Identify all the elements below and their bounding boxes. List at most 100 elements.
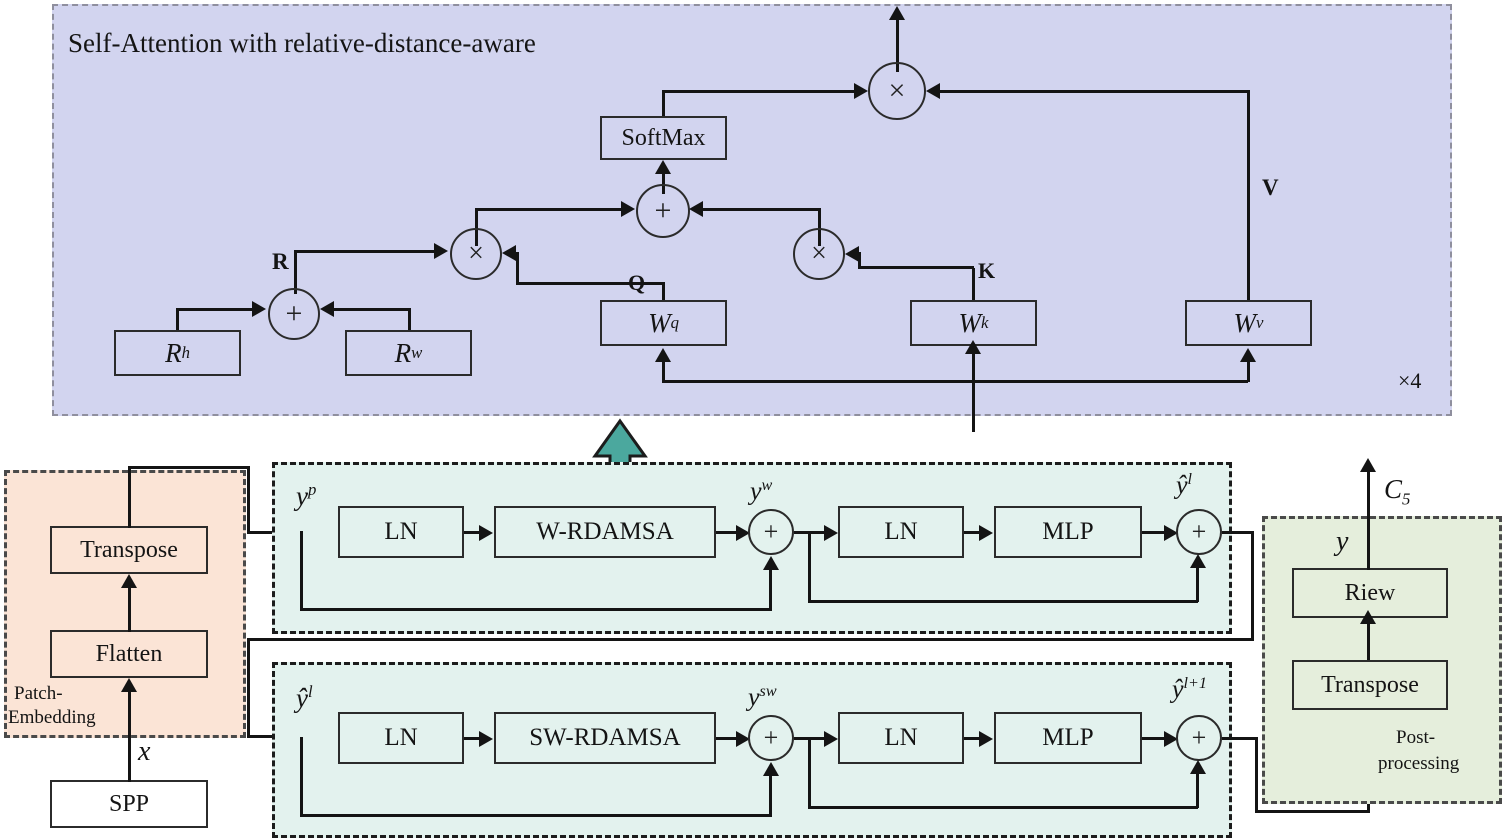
transpose-to-riew-arrowhead — [1360, 610, 1376, 624]
k-to-mul-line — [858, 266, 974, 269]
rw-to-add-line — [334, 308, 410, 311]
rw-subscript: w — [411, 343, 423, 362]
b1-out-long-horizontal — [247, 638, 1254, 641]
b2-ln2-to-mlp-arrowhead — [979, 731, 993, 747]
block2-ln1-box: LN — [338, 712, 464, 764]
b2-out-to-post-horizontal — [1255, 810, 1370, 813]
ysw-base: y — [748, 682, 760, 712]
b1-skip2-down — [808, 531, 811, 603]
b1-skip1-arrowhead — [763, 556, 779, 570]
flatten-to-transpose-arrowhead — [121, 574, 137, 588]
patch-out-riser — [128, 466, 131, 528]
b1-out-drop — [247, 638, 250, 738]
b1-mlp-to-add2-arrowhead — [1164, 525, 1178, 541]
add-operator-mid: + — [636, 184, 690, 238]
attn-input-bus-horizontal — [662, 380, 1248, 383]
wv-input-riser — [1247, 362, 1250, 382]
yp-base: y — [296, 481, 308, 511]
wv-subscript: v — [1256, 313, 1264, 332]
b2-skip1-horizontal — [300, 814, 772, 817]
block2-ln1-label: LN — [384, 724, 418, 751]
patch-transpose-box: Transpose — [50, 526, 208, 574]
softmax-up-line — [662, 90, 665, 118]
b2-skip1-up — [769, 776, 772, 816]
yhat-l1-sup: l+1 — [1183, 675, 1207, 692]
transpose-to-riew-line — [1367, 622, 1370, 660]
b2-skip1-down — [300, 737, 303, 817]
q-signal-label: Q — [628, 270, 646, 295]
mulright-to-add-arrowhead — [689, 201, 703, 217]
yhat-l-label-b1: ŷl — [1176, 470, 1192, 500]
post-out-line — [1367, 470, 1370, 570]
rh-to-add-arrowhead — [252, 301, 266, 317]
softmax-box: SoftMax — [600, 116, 727, 160]
v-horizontal-line — [940, 90, 1250, 93]
patch-out-horizontal — [128, 466, 250, 469]
q-riser-line — [516, 252, 519, 284]
b2-mlp-to-add2-line — [1142, 737, 1166, 740]
wq-input-arrowhead — [655, 348, 671, 362]
b2-mlp-to-add2-arrowhead — [1164, 731, 1178, 747]
attn-output-arrowhead — [889, 6, 905, 20]
block2-add1-operator: + — [748, 715, 794, 761]
b1-skip2-arrowhead — [1190, 554, 1206, 568]
rh-base: R — [165, 337, 182, 368]
block1-add2-operator: + — [1176, 509, 1222, 555]
k-signal-label: K — [978, 258, 996, 283]
block1-add1-operator: + — [748, 509, 794, 555]
b2-attn-to-add-line — [716, 737, 738, 740]
b2-out-down — [1255, 737, 1258, 813]
yhat-l-hat-b2: ŷ — [296, 683, 308, 713]
patch-flatten-box: Flatten — [50, 630, 208, 678]
rh-to-add-line — [176, 308, 254, 311]
b1-add1-to-ln2-arrowhead — [824, 525, 838, 541]
block1-mlp-box: MLP — [994, 506, 1142, 558]
b2-skip2-up — [1196, 774, 1199, 808]
patch-flatten-label: Flatten — [95, 640, 163, 667]
k-riser-line — [858, 252, 861, 268]
patch-embedding-label-line2: Embedding — [8, 707, 96, 728]
softmax-label: SoftMax — [621, 124, 706, 151]
b2-ln1-to-attn-line — [464, 737, 482, 740]
c5-sub: 5 — [1402, 489, 1411, 509]
rw-base: R — [394, 337, 412, 368]
b1-mlp-to-add2-line — [1142, 531, 1166, 534]
softmax-to-mul-line — [662, 90, 856, 93]
k-up-line — [972, 268, 975, 304]
y-signal-label: y — [1336, 526, 1349, 557]
multiply-symbol-right: × — [811, 238, 827, 269]
sw-rdamsa-box: SW-RDAMSA — [494, 712, 716, 764]
multiply-operator-right: × — [793, 228, 845, 280]
b2-skip1-arrowhead — [763, 762, 779, 776]
block1-add1-symbol: + — [763, 517, 779, 546]
w-rdamsa-label: W-RDAMSA — [536, 518, 674, 545]
block1-mlp-label: MLP — [1042, 518, 1094, 545]
wq-subscript: q — [670, 313, 679, 332]
riew-label: Riew — [1344, 579, 1396, 606]
post-transpose-box: Transpose — [1292, 660, 1448, 710]
wv-base: W — [1233, 307, 1257, 338]
block1-ln2-label: LN — [884, 518, 918, 545]
spp-to-flatten-line — [128, 690, 131, 782]
b1-skip1-down — [300, 531, 303, 611]
yw-base: y — [750, 476, 762, 506]
v-vertical-line — [1247, 92, 1250, 300]
b2-attn-to-add-arrowhead — [736, 731, 750, 747]
add-symbol-r: + — [285, 297, 303, 330]
b1-skip2-up — [1196, 568, 1199, 602]
b2-ln2-to-mlp-line — [964, 737, 982, 740]
sw-rdamsa-label: SW-RDAMSA — [529, 724, 681, 751]
wq-input-riser — [662, 362, 665, 382]
spp-label: SPP — [108, 790, 150, 817]
b1-ln1-to-attn-line — [464, 531, 482, 534]
wk-subscript: k — [981, 313, 989, 332]
add-symbol: + — [654, 194, 672, 227]
post-transpose-label: Transpose — [1321, 671, 1419, 698]
add-to-softmax-arrowhead — [655, 160, 671, 174]
rh-up-line — [176, 308, 179, 330]
yhat-l-hat-b1: ŷ — [1176, 470, 1188, 500]
block2-add1-symbol: + — [763, 723, 779, 752]
